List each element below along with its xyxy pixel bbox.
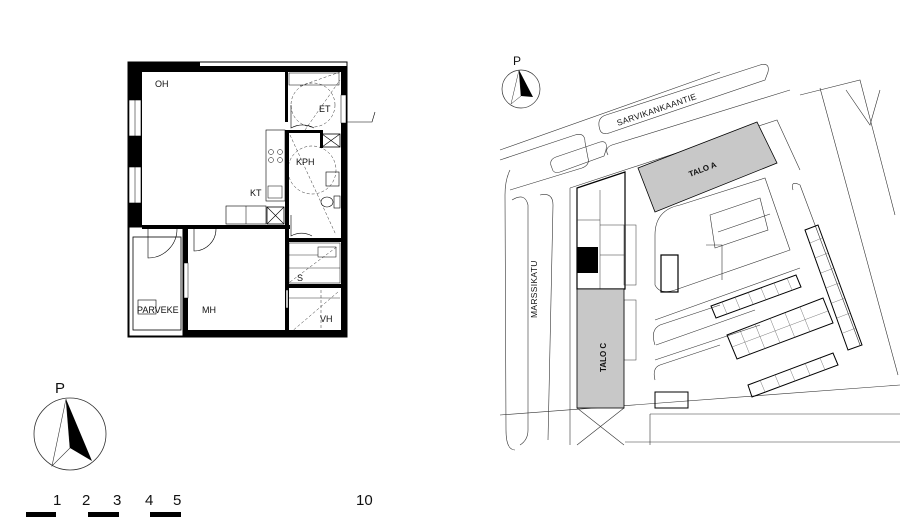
scale-label: 4: [145, 492, 153, 509]
room-label-et: ET: [319, 104, 331, 114]
room-label-s: S: [297, 273, 303, 283]
apartment-floor-plan: [127, 61, 376, 338]
north-arrow-icon: [501, 69, 541, 109]
door: [290, 215, 313, 237]
highlighted-apartment: [577, 247, 598, 273]
kitchen-counter: [265, 129, 286, 202]
interior-wall: [142, 225, 290, 229]
room-label-parveke: PARVEKE: [137, 305, 179, 315]
scale-label: 3: [113, 492, 121, 509]
room-label-kt: KT: [250, 188, 262, 198]
door: [193, 228, 217, 252]
north-label: P: [513, 54, 521, 68]
north-label: P: [55, 380, 65, 397]
room-label-kph: KPH: [296, 157, 315, 167]
scale-label: 2: [82, 492, 90, 509]
site-plan: [499, 64, 901, 451]
scale-bar: [26, 512, 181, 517]
room-label-oh: OH: [155, 79, 169, 89]
building-talo-c: [576, 288, 625, 409]
north-arrow-icon: [33, 397, 107, 471]
street-label-marssikatu: MARSSIKATU: [529, 260, 539, 318]
door: [147, 228, 178, 259]
scale-label: 5: [173, 492, 181, 509]
room-label-vh: VH: [320, 314, 333, 324]
building-talo-a: [637, 121, 778, 213]
room-label-mh: MH: [202, 305, 216, 315]
scale-label: 10: [356, 492, 373, 509]
building-label-talo-c: TALO C: [599, 343, 608, 372]
scale-label: 1: [53, 492, 61, 509]
